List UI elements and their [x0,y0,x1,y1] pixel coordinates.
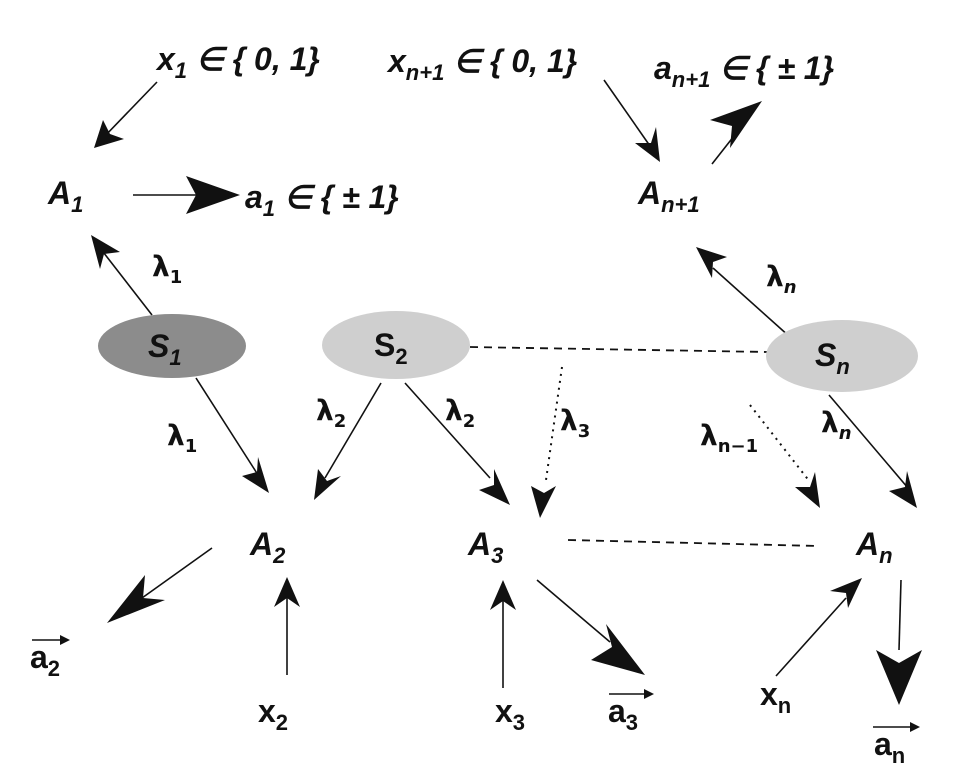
node-s2: S2 [374,327,408,369]
arrowhead-to-a1 [94,120,124,148]
node-a1: A1 [47,175,83,217]
dashed-a3-to-an [567,539,819,547]
lambda-3: λ3 [560,404,590,442]
source-s1-ellipse [98,314,246,378]
edge-xn-to-an [775,597,847,677]
output-a1: a1 ∈ { ± 1} [245,179,399,221]
edge-a3-to-a3out [536,579,611,643]
source-sn-ellipse [766,320,918,392]
node-an: An [855,526,893,568]
input-xn1: xn+1 ∈ { 0, 1} [386,43,577,85]
arrowhead-sn-to-an [889,471,917,508]
output-a3: a3 [608,693,638,735]
lambda-n-minus-1: λn−1 [700,419,758,457]
vector-overbars [32,635,920,732]
dashed-s2-to-sn [469,346,769,353]
edges [99,79,909,688]
lambda-1-up: λ1 [152,250,182,288]
arrowhead-to-an1 [635,127,660,162]
lambda-2-left: λ2 [316,394,346,432]
output-an: an [874,726,905,768]
edge-sn-to-an [828,394,909,489]
output-labels: a1 ∈ { ± 1} an+1 ∈ { ± 1} a2 a3 an [30,50,905,768]
node-s1: S1 [148,328,182,370]
lambda-n-up: λn [766,260,797,298]
node-sn: Sn [815,337,850,379]
arrowhead-dotted-an [795,472,820,508]
input-x2: x2 [258,693,288,735]
edge-an1-to-an1out [711,135,735,165]
arrowhead-s1-to-a2 [242,457,269,493]
edge-sn-to-an1 [712,267,791,338]
source-s2-ellipse [322,311,470,379]
edge-an-to-anout [898,579,902,651]
node-a3: A3 [467,526,503,568]
dashed-links [469,346,819,547]
arrowhead-a1out [186,176,240,214]
vector-arrow-a3 [609,689,654,699]
edge-s2-to-a2 [324,382,382,479]
node-labels: S1 S2 Sn A1 A2 A3 An An+1 [47,175,893,568]
arrowhead-an1out [710,101,762,148]
vector-arrow-a2 [32,635,70,645]
edge-a2-to-a2out [134,547,213,604]
arrowhead-s2-to-a3 [479,469,510,505]
dotted-s2-to-a3 [545,366,563,481]
dotted-sn-to-an [749,404,811,483]
arrowhead-a3out [591,624,645,675]
arrowhead-a2out [107,575,165,623]
node-an1: An+1 [637,175,700,217]
lambda-2-right: λ2 [445,394,475,432]
vector-arrow-an [873,722,920,732]
lambda-labels: λ1 λ1 λ2 λ2 λ3 λn−1 λn λn [152,250,852,457]
input-labels: x1 ∈ { 0, 1} xn+1 ∈ { 0, 1} x2 x3 xn [155,41,791,735]
arrowhead-anout [876,650,922,705]
edge-x1-to-a1 [102,81,158,139]
output-a2: a2 [30,639,60,681]
arrowhead-s2-to-a2 [314,469,341,500]
input-xn: xn [760,676,791,718]
sources [98,311,918,392]
arrowhead-xn-to-an [830,578,862,608]
arrowhead-s1-to-a1 [91,235,120,269]
edge-xn1-to-an1 [603,79,651,147]
edge-s1-to-a2 [195,377,261,479]
arrowhead-x3-to-a3 [490,580,516,610]
arrowhead-dotted-a3 [531,486,556,518]
lambda-1-down: λ1 [167,419,197,457]
arrowhead-sn-to-an1 [696,247,727,278]
input-x1: x1 ∈ { 0, 1} [155,41,320,83]
arrowheads [91,101,922,705]
output-an1: an+1 ∈ { ± 1} [654,50,834,92]
node-a2: A2 [249,526,286,568]
lambda-n-down: λn [821,406,852,444]
edge-s2-to-a3 [404,382,491,479]
input-x3: x3 [495,693,525,735]
edge-s1-to-a1 [99,247,153,316]
arrowhead-x2-to-a2 [274,577,300,607]
